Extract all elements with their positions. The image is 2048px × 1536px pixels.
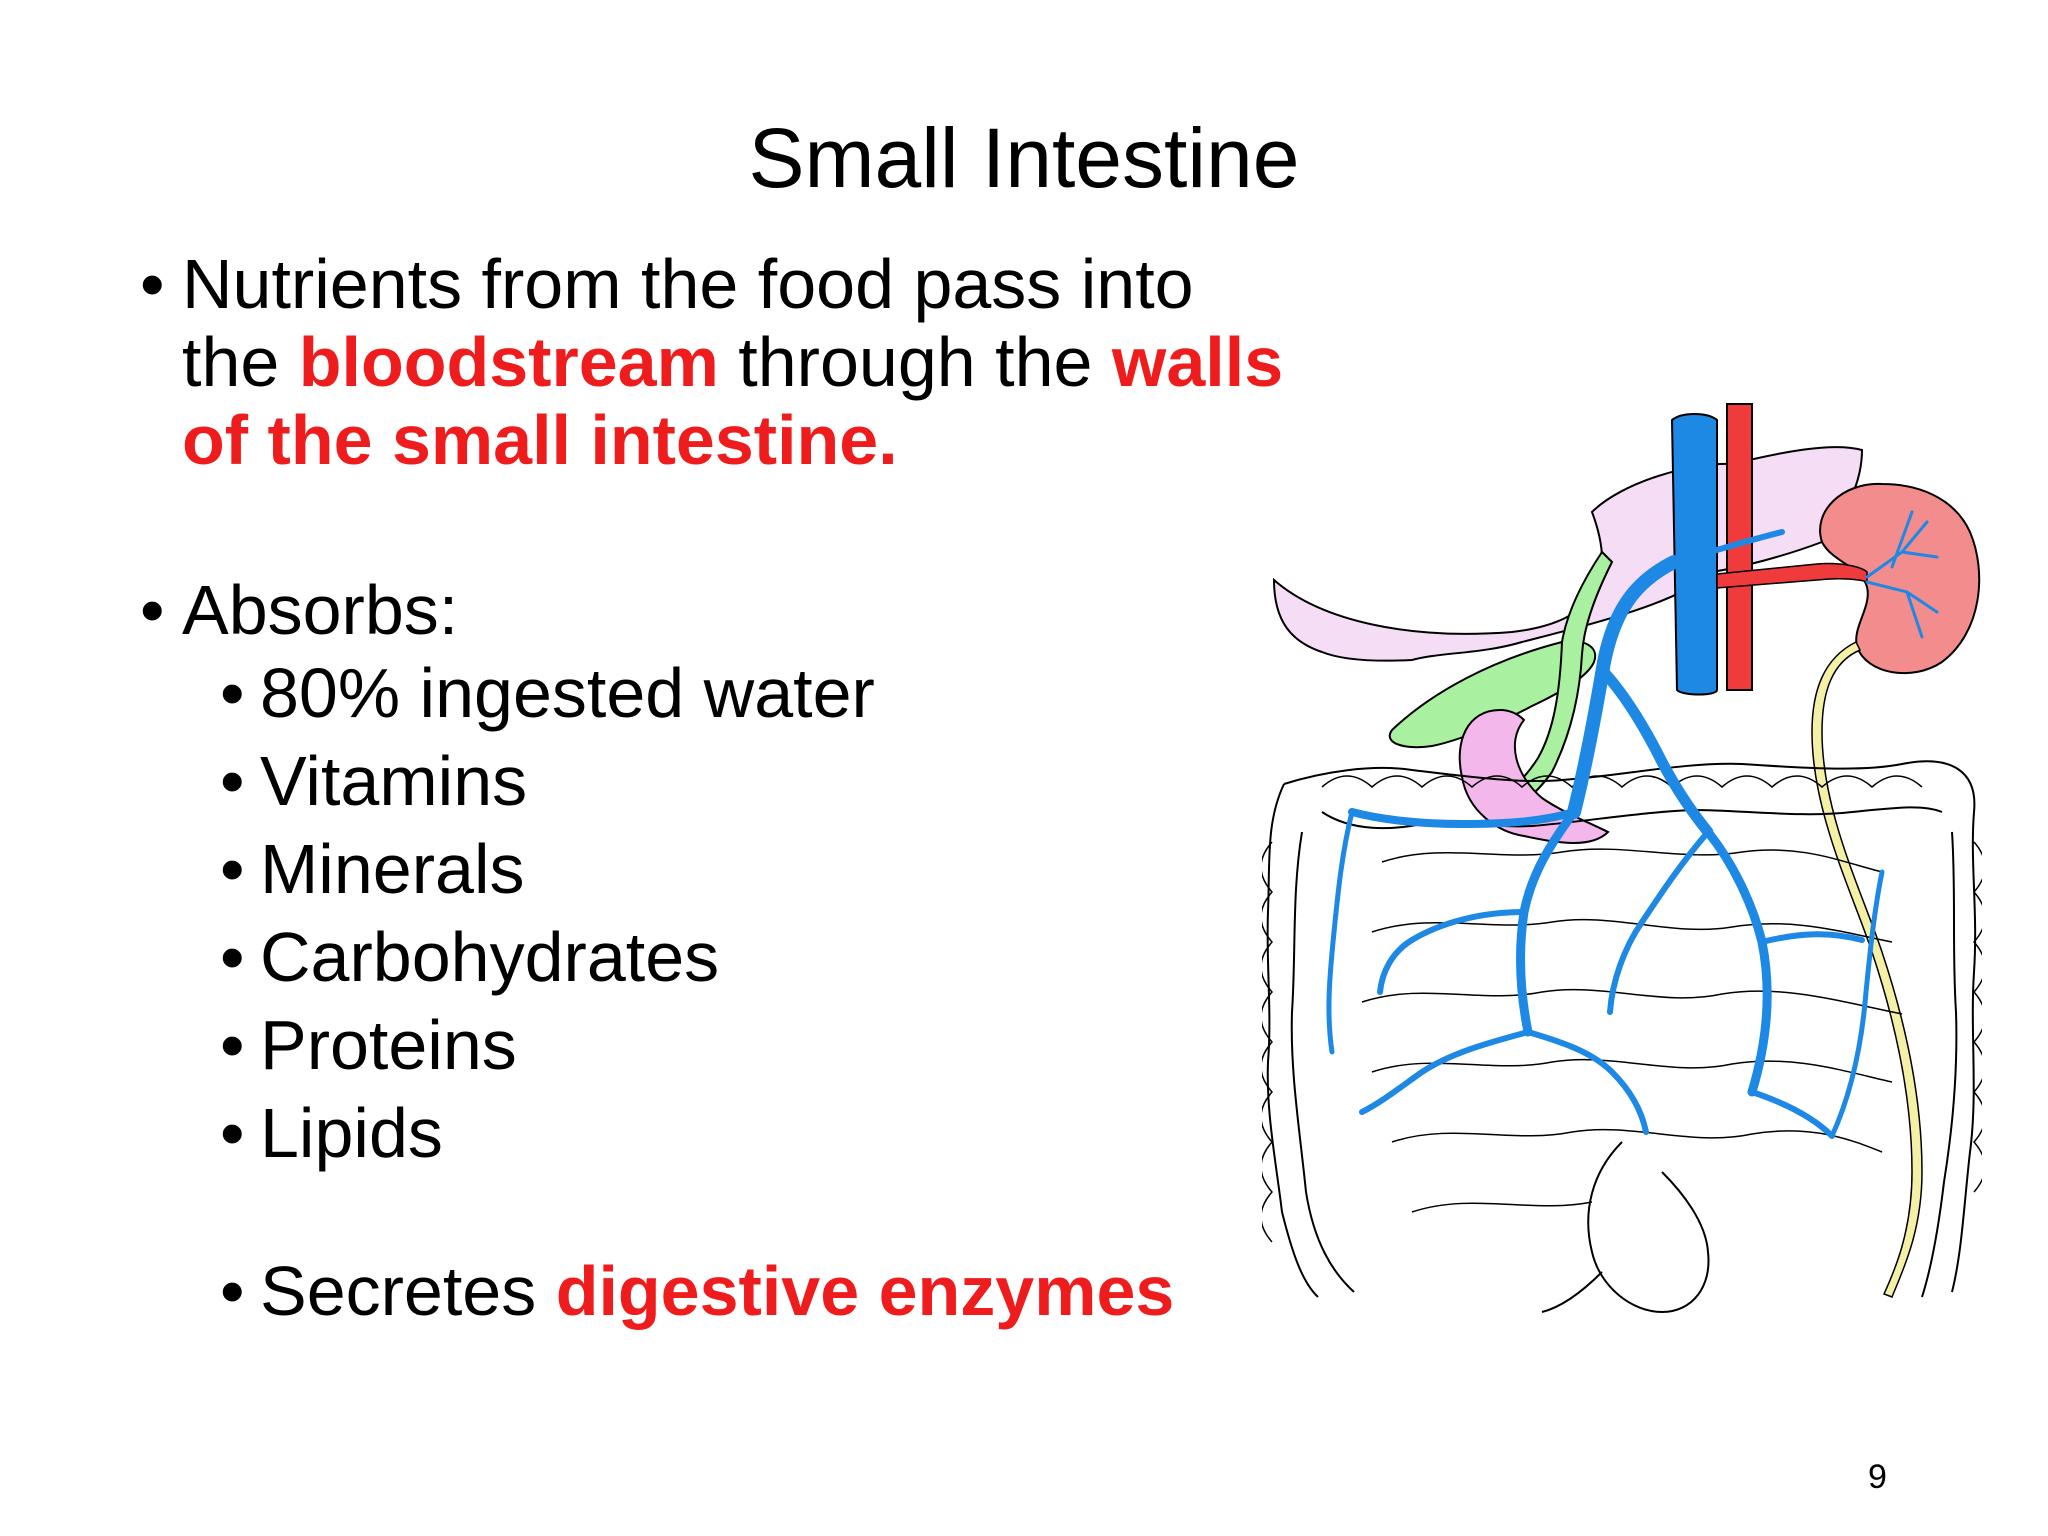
bullet-dot: • bbox=[220, 918, 245, 996]
highlight-walls: walls of the small intestine. bbox=[182, 323, 1284, 479]
kidney-shape bbox=[1819, 482, 1981, 675]
bullet-dot: • bbox=[220, 654, 245, 732]
page-number: 9 bbox=[1868, 1458, 1887, 1496]
bile-duct-shape bbox=[1488, 550, 1614, 819]
sub-bullet-proteins: •Proteins bbox=[220, 1001, 1290, 1089]
bullet-text-part2: through the bbox=[718, 323, 1112, 401]
bullet-dot: • bbox=[140, 245, 165, 323]
pancreas-shape bbox=[1458, 708, 1610, 844]
sub-bullet-carbohydrates: •Carbohydrates bbox=[220, 913, 1290, 1001]
bullet-text-part1: Nutrients from the food pass into the bbox=[182, 245, 1194, 401]
sub-bullet-secretes: •Secretes digestive enzymes bbox=[220, 1247, 1290, 1335]
bullet-dot: • bbox=[140, 571, 165, 649]
highlight-bloodstream: bloodstream bbox=[298, 323, 719, 401]
absorbs-label: Absorbs: bbox=[182, 571, 459, 649]
digestive-system-icon bbox=[1262, 403, 1982, 1314]
sub-bullet-text: Lipids bbox=[260, 1094, 443, 1172]
sub-bullet-text: 80% ingested water bbox=[260, 654, 875, 732]
bullet-dot: • bbox=[220, 742, 245, 820]
sub-bullet-minerals: •Minerals bbox=[220, 825, 1290, 913]
sub-bullet-vitamins: •Vitamins bbox=[220, 737, 1290, 825]
absorbs-sublist: •80% ingested water •Vitamins •Minerals … bbox=[140, 649, 1290, 1177]
slide-title: Small Intestine bbox=[748, 111, 1300, 205]
bullet-dot: • bbox=[220, 1094, 245, 1172]
bullet-dot: • bbox=[220, 1006, 245, 1084]
sub-bullet-text: Proteins bbox=[260, 1006, 517, 1084]
sub-bullet-lipids: •Lipids bbox=[220, 1089, 1290, 1177]
bullet-list: •Nutrients from the food pass into the b… bbox=[140, 245, 1290, 1335]
bullet-absorbs: •Absorbs: bbox=[140, 571, 1290, 649]
secretes-text: Secretes bbox=[260, 1252, 556, 1330]
bullet-bloodstream: •Nutrients from the food pass into the b… bbox=[140, 245, 1290, 479]
sub-bullet-text: Vitamins bbox=[260, 742, 528, 820]
bullet-dot: • bbox=[220, 830, 245, 908]
sub-bullet-text: Minerals bbox=[260, 830, 525, 908]
bullet-dot: • bbox=[220, 1252, 245, 1330]
sub-bullet-text: Carbohydrates bbox=[260, 918, 720, 996]
highlight-digestive-enzymes: digestive enzymes bbox=[555, 1252, 1175, 1330]
sub-bullet-water: •80% ingested water bbox=[220, 649, 1290, 737]
aorta-shape bbox=[1726, 403, 1753, 691]
ureter-shape bbox=[1811, 640, 1923, 1298]
